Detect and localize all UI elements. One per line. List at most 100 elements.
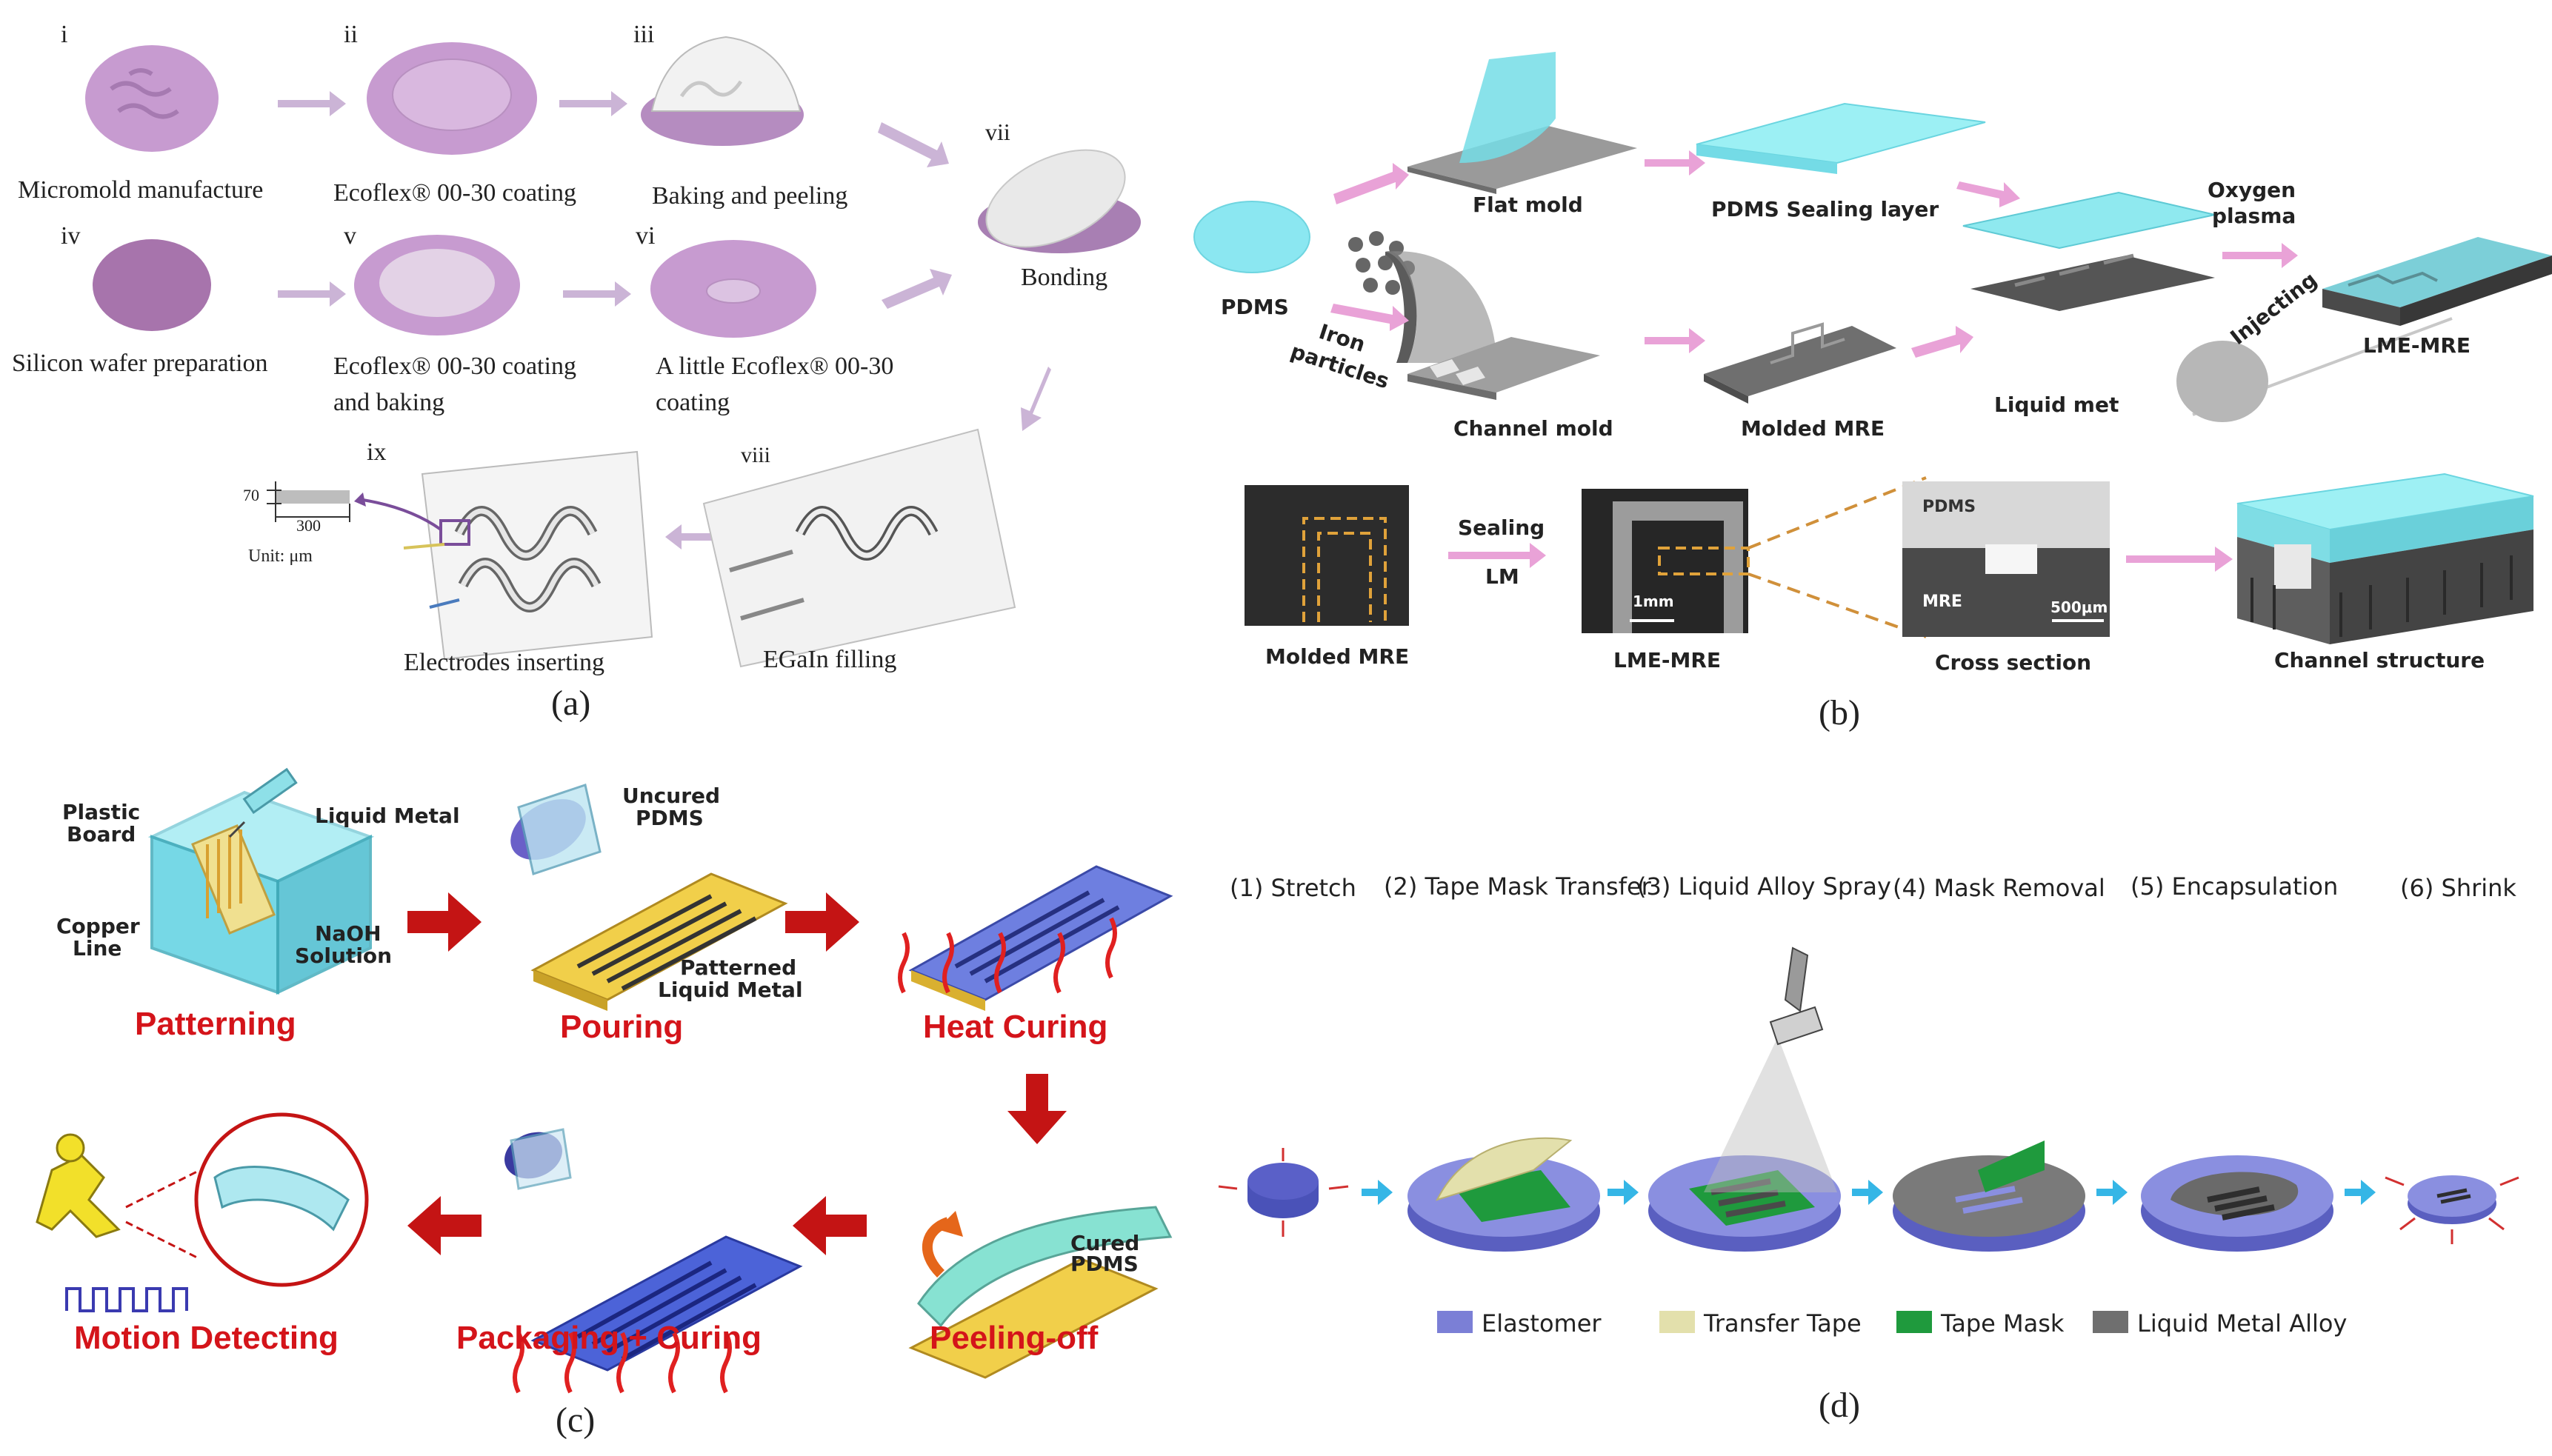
panel-a-caption: (a) (551, 684, 591, 723)
injection-disk (2176, 341, 2268, 422)
step-label-ii: Ecoflex® 00-30 coating (333, 179, 576, 207)
callout-liquid-metal-2: Liquid Metal (658, 978, 803, 1002)
panel-b: PDMS Iron particles Flat mold PDMS Seali… (1185, 0, 2552, 755)
peeling-board (908, 1206, 1173, 1379)
step-stretch: (1) Stretch (1230, 874, 1356, 902)
panel-b-drawing (1193, 52, 2552, 644)
step-num-iii: iii (633, 21, 655, 48)
step-mask-removal: (4) Mask Removal (1893, 874, 2105, 902)
cs-mre: MRE (1922, 592, 1962, 611)
step-motion: Motion Detecting (74, 1320, 339, 1356)
heat-arrows (513, 917, 1117, 1394)
step-label-iii: Baking and peeling (652, 182, 848, 210)
label-sealing-layer: PDMS Sealing layer (1711, 197, 1939, 221)
panel-b-caption: (b) (1819, 693, 1860, 732)
step-num-ix: ix (367, 438, 387, 466)
label-channel-structure: Channel structure (2274, 648, 2485, 672)
molded-mre-photo (1245, 485, 1409, 626)
step-shrink: (6) Shrink (2400, 874, 2516, 902)
step-num-iv: iv (61, 222, 81, 250)
step-packaging: Packaging + Curing (456, 1320, 762, 1356)
callout-cured-pdms: PDMS (1070, 1252, 1139, 1276)
step-heat-curing: Heat Curing (923, 1009, 1108, 1045)
patterned-board (530, 872, 788, 1011)
step-encapsulation: (5) Encapsulation (2130, 872, 2339, 901)
step-num-v: v (344, 222, 356, 250)
callout-naoh: NaOH (315, 921, 382, 946)
scale-500: 500μm (2050, 598, 2108, 616)
panel-c-drawing (36, 767, 1173, 1394)
coated-disk (367, 42, 537, 155)
label-cross-section: Cross section (1935, 650, 2092, 675)
legend-elastomer: Elastomer (1482, 1309, 1602, 1338)
channel-structure-3d (2236, 472, 2534, 644)
panel-c: Plastic Board Liquid Metal Copper Line N… (0, 755, 1185, 1456)
step-label-vi-2: coating (656, 389, 730, 416)
callout-liquid-metal: Liquid Metal (315, 804, 460, 828)
bonding-assembly (1962, 191, 2216, 311)
dim-width: 300 (296, 516, 321, 535)
step-patterning: Patterning (135, 1006, 296, 1042)
legend-transfer-tape: Transfer Tape (1704, 1309, 1862, 1338)
panel-d: (1) Stretch (2) Tape Mask Transfer (3) L… (1185, 755, 2552, 1456)
tape-transfer-disk (1407, 1137, 1600, 1252)
step-label-vii: Bonding (1021, 264, 1108, 291)
callout-solution: Solution (295, 944, 393, 968)
label-lm: LM (1485, 564, 1519, 589)
panel-d-arrows (1362, 1180, 2376, 1205)
wafer-disk (93, 239, 211, 331)
label-flat-mold: Flat mold (1473, 193, 1583, 217)
step-tape-transfer: (2) Tape Mask Transfer (1384, 872, 1651, 901)
encapsulation-disk (2141, 1155, 2333, 1252)
step-label-vi: A little Ecoflex® 00-30 (656, 353, 894, 380)
pdms-sealing-layer (1696, 102, 1986, 174)
syringe (228, 767, 298, 838)
panel-c-caption: (c) (556, 1400, 596, 1440)
step-num-vii: vii (985, 118, 1010, 145)
cs-pdms: PDMS (1922, 498, 1976, 516)
molded-mre-block (1704, 322, 1896, 404)
legend-liquid-metal: Liquid Metal Alloy (2137, 1309, 2348, 1338)
step-label-iv: Silicon wafer preparation (12, 350, 268, 377)
dimension-diagram (267, 481, 350, 522)
label-plasma: plasma (2212, 204, 2296, 228)
label-sealing: Sealing (1458, 515, 1545, 540)
step-alloy-spray: (3) Liquid Alloy Spray (1637, 872, 1891, 901)
packaging-board (504, 1128, 803, 1372)
callout-copper: Copper (56, 914, 140, 938)
naoh-bath (147, 790, 375, 995)
alloy-spray-disk (1648, 946, 1841, 1252)
mask-removal-disk (1893, 1141, 2085, 1252)
uncured-pdms-cup (510, 784, 602, 875)
label-pdms: PDMS (1221, 295, 1289, 319)
panel-c-arrows (407, 892, 1067, 1255)
callout-cured: Cured (1070, 1231, 1140, 1255)
label-oxygen: Oxygen (2208, 178, 2296, 202)
callout-plastic: Plastic (62, 800, 141, 824)
panel-a-arrows (278, 91, 1051, 550)
step-num-viii: viii (741, 443, 771, 467)
panel-b-arrows (1330, 150, 2298, 572)
step-num-vi: vi (636, 222, 656, 250)
scale-1mm: 1mm (1633, 592, 1674, 610)
channel-mold (1385, 251, 1600, 400)
step-peeling-off: Peeling-off (930, 1320, 1099, 1356)
panel-a: i Micromold manufacture ii Ecoflex® 00-3… (0, 0, 1185, 741)
panel-a-drawing (85, 36, 1141, 668)
bonding-disk (978, 149, 1141, 253)
label-liquid-metal: Liquid met (1994, 393, 2119, 417)
stretch-disk (1218, 1148, 1349, 1237)
shrink-disk (2385, 1175, 2519, 1244)
panel-d-drawing (1218, 946, 2519, 1333)
baked-disk (354, 235, 520, 335)
step-num-i: i (61, 21, 68, 48)
step-label-viii: EGaIn filling (763, 646, 897, 673)
motion-runner (36, 1112, 369, 1312)
micromold-disk (85, 45, 219, 152)
step-pouring: Pouring (560, 1009, 684, 1045)
step-num-ii: ii (344, 21, 358, 48)
step-label-ix: Electrodes inserting (404, 649, 604, 676)
label-lme-mre: LME-MRE (1613, 648, 1722, 672)
legend-swatch-tape-mask (1896, 1311, 1932, 1333)
callout-board: Board (67, 822, 136, 846)
